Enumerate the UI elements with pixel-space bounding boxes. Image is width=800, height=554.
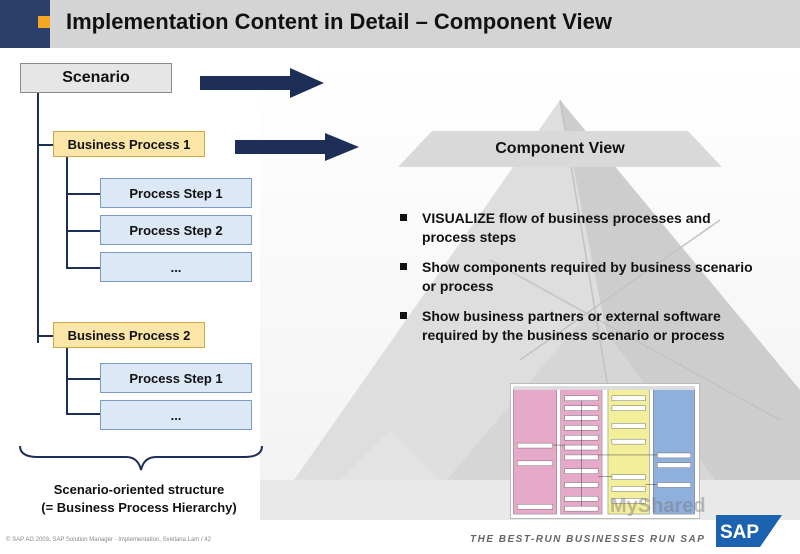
square-bullet-icon bbox=[400, 214, 407, 221]
bp1-process-step-more: ... bbox=[100, 252, 252, 282]
title-bar: Implementation Content in Detail – Compo… bbox=[0, 0, 800, 48]
watermark-text: MyShared bbox=[610, 495, 706, 517]
structure-caption-line-1: Scenario-oriented structure bbox=[53, 482, 225, 497]
tree-connector-bp1-step2 bbox=[66, 230, 100, 232]
header-accent-block bbox=[0, 0, 50, 48]
tree-connector-bp2-step2 bbox=[66, 413, 100, 415]
square-bullet-icon bbox=[400, 263, 407, 270]
tree-connector-bp1-vertical bbox=[66, 157, 68, 269]
bp2-process-step-more: ... bbox=[100, 400, 252, 430]
tree-connector-bp1 bbox=[37, 144, 53, 146]
business-process-1-box: Business Process 1 bbox=[53, 131, 205, 157]
component-swimlane-diagram bbox=[510, 383, 700, 519]
square-bullet-icon bbox=[400, 312, 407, 319]
sap-logo-icon: SAP bbox=[716, 515, 782, 547]
structure-caption: Scenario-oriented structure (= Business … bbox=[10, 481, 268, 517]
tree-connector-bp2 bbox=[37, 335, 53, 337]
bullet-item: Show components required by business sce… bbox=[398, 258, 758, 296]
arrow-right-icon bbox=[200, 68, 324, 98]
svg-text:SAP: SAP bbox=[720, 522, 759, 543]
bp1-process-step-1: Process Step 1 bbox=[100, 178, 252, 208]
bullet-text: VISUALIZE flow of business processes and… bbox=[422, 210, 711, 245]
component-view-banner bbox=[398, 131, 722, 167]
bullet-item: VISUALIZE flow of business processes and… bbox=[398, 209, 758, 247]
tree-connector-bp2-step1 bbox=[66, 378, 100, 380]
page-title: Implementation Content in Detail – Compo… bbox=[66, 9, 612, 34]
tree-connector-bp1-step1 bbox=[66, 193, 100, 195]
scenario-box: Scenario bbox=[20, 63, 172, 93]
arrow-right-icon bbox=[235, 133, 359, 161]
orange-square-icon bbox=[38, 16, 50, 28]
bullet-item: Show business partners or external softw… bbox=[398, 307, 758, 345]
copyright-text: © SAP AG 2003, SAP Solution Manager - Im… bbox=[6, 537, 211, 543]
bullet-text: Show components required by business sce… bbox=[422, 259, 753, 294]
component-view-bullet-list: VISUALIZE flow of business processes and… bbox=[398, 209, 758, 356]
component-view-title: Component View bbox=[495, 140, 625, 157]
bullet-text: Show business partners or external softw… bbox=[422, 308, 725, 343]
tree-connector-scenario-vertical bbox=[37, 93, 39, 343]
sap-logo: SAP bbox=[716, 515, 782, 547]
business-process-2-box: Business Process 2 bbox=[53, 322, 205, 348]
structure-caption-line-2: (= Business Process Hierarchy) bbox=[41, 500, 237, 515]
footer-slogan: THE BEST-RUN BUSINESSES RUN SAP bbox=[470, 534, 706, 545]
bp2-process-step-1: Process Step 1 bbox=[100, 363, 252, 393]
curly-brace-icon bbox=[19, 445, 263, 471]
bp1-process-step-2: Process Step 2 bbox=[100, 215, 252, 245]
tree-connector-bp1-step3 bbox=[66, 267, 100, 269]
tree-connector-bp2-vertical bbox=[66, 348, 68, 415]
